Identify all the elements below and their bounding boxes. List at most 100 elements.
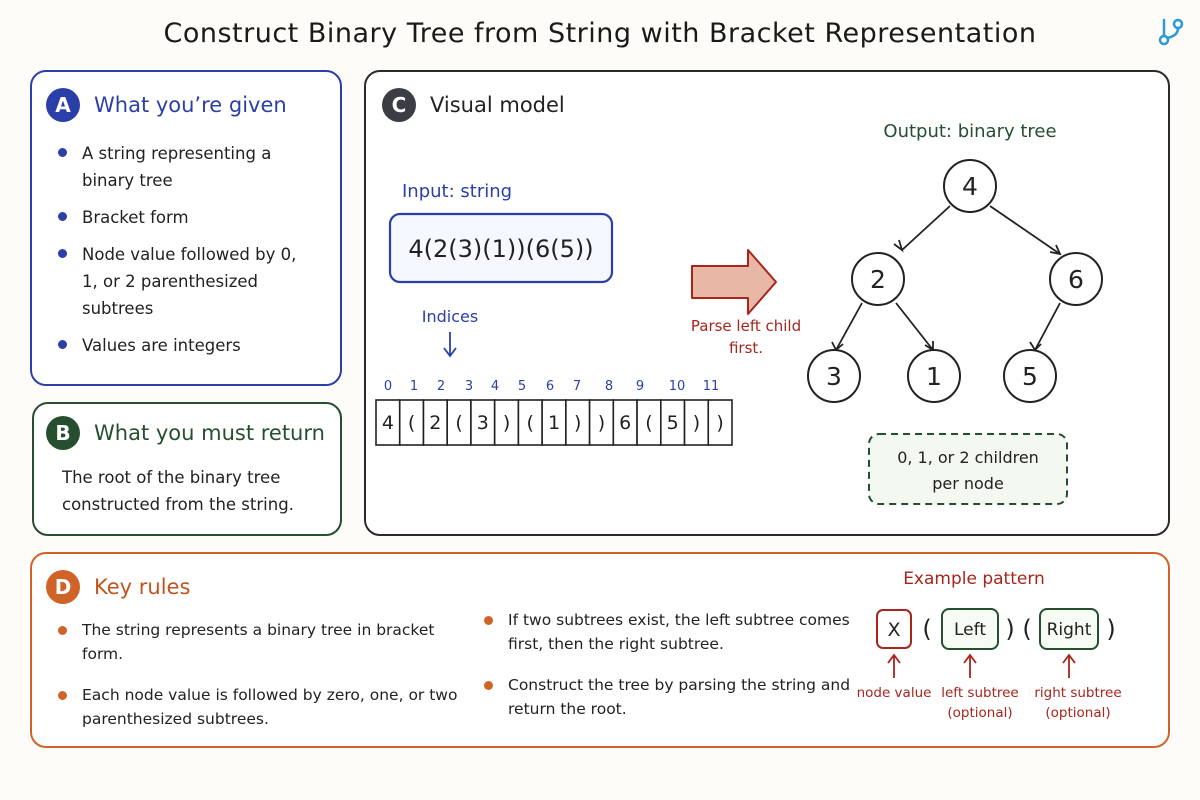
- char-cell: 1: [541, 399, 567, 446]
- page-title: Construct Binary Tree from String with B…: [163, 18, 1037, 49]
- char-value: 3: [477, 412, 489, 434]
- parse-arrow-icon: [691, 249, 777, 315]
- index-label: 8: [605, 379, 613, 394]
- index-label: 4: [491, 379, 499, 394]
- char-cell: (: [446, 399, 472, 446]
- key-rules-panel: D Key rules The string represents a bina…: [30, 552, 1170, 748]
- char-value: (: [527, 412, 534, 434]
- char-value: (: [455, 412, 462, 434]
- index-label: 5: [518, 379, 526, 394]
- children-note-line1: 0, 1, or 2 children: [897, 448, 1039, 467]
- bullet-dot-icon: [484, 681, 493, 690]
- rules-list-left: The string represents a binary tree in b…: [54, 618, 464, 748]
- char-cell: (: [517, 399, 543, 446]
- return-heading: What you must return: [94, 421, 325, 445]
- char-value: ): [598, 412, 605, 434]
- left-optional-label: (optional): [947, 705, 1012, 721]
- rules-heading: Key rules: [94, 575, 191, 599]
- up-arrow-icon: [887, 653, 1076, 678]
- tree-node: 4: [943, 159, 997, 213]
- rule-bullet: If two subtrees exist, the left subtree …: [480, 608, 860, 656]
- children-note-box: [868, 433, 1068, 505]
- index-label: 11: [703, 379, 720, 394]
- input-string-box: [388, 212, 614, 284]
- char-value: ): [503, 412, 510, 434]
- index-label: 3: [465, 379, 473, 394]
- paren-open-1: (: [922, 615, 931, 643]
- arrow-caption-line2: first.: [729, 339, 763, 357]
- badge-d: D: [46, 570, 80, 604]
- bullet-dot-icon: [58, 212, 67, 221]
- rule-bullet: Each node value is followed by zero, one…: [54, 683, 464, 731]
- given-panel: A What you’re given A string representin…: [30, 70, 342, 386]
- paren-close-2: ): [1106, 615, 1115, 643]
- left-subtree-label: left subtree: [941, 685, 1018, 701]
- pattern-right: Right: [1047, 620, 1092, 640]
- pattern-title: Example pattern: [903, 569, 1045, 589]
- visual-model-diagram: Input: string 4(2(3)(1))(6(5)) Indices 0…: [375, 121, 1103, 505]
- pattern-left-box: [941, 608, 999, 650]
- given-bullet-list: A string representing a binary tree Brac…: [54, 140, 304, 369]
- svg-text:4: 4: [962, 172, 978, 201]
- tree-node: 2: [851, 252, 905, 306]
- bullet-dot-icon: [58, 249, 67, 258]
- tree-node: 1: [907, 349, 961, 403]
- char-cell: ): [588, 399, 615, 446]
- index-label: 10: [669, 379, 686, 394]
- visual-model-panel: C Visual model Input: string 4(2(3)(1))(…: [364, 70, 1170, 536]
- pattern-left: Left: [954, 620, 986, 640]
- char-value: 2: [429, 412, 441, 434]
- badge-b: B: [46, 416, 80, 450]
- paren-close-1: ): [1005, 615, 1014, 643]
- output-label: Output: binary tree: [883, 121, 1056, 142]
- char-value: 1: [548, 412, 560, 434]
- input-string: 4(2(3)(1))(6(5)): [408, 235, 593, 263]
- index-label: 1: [410, 379, 418, 394]
- char-cell: 4: [375, 399, 401, 446]
- char-cell: (: [398, 399, 425, 446]
- char-cell: (: [636, 399, 662, 446]
- char-value: ): [574, 412, 581, 434]
- input-label: Input: string: [402, 181, 512, 202]
- char-value: ): [716, 412, 723, 434]
- given-bullet: Values are integers: [54, 332, 304, 359]
- down-arrow-icon: [443, 332, 457, 358]
- paren-open-2: (: [1022, 615, 1031, 643]
- svg-text:1: 1: [926, 362, 942, 391]
- return-text: The root of the binary tree constructed …: [62, 468, 294, 514]
- char-value: (: [645, 412, 652, 434]
- example-pattern-diagram: Example pattern X ( Left ) ( Right ) nod…: [857, 569, 1122, 721]
- children-note-line2: per node: [932, 474, 1004, 493]
- char-cell: 6: [612, 399, 638, 446]
- right-subtree-label: right subtree: [1034, 685, 1121, 701]
- bullet-dot-icon: [58, 148, 67, 157]
- given-heading: What you’re given: [94, 93, 287, 117]
- bullet-dot-icon: [484, 616, 493, 625]
- tree-node: 6: [1049, 252, 1103, 306]
- badge-a: A: [46, 88, 80, 122]
- indices-label: Indices: [422, 307, 478, 326]
- index-label: 2: [437, 379, 445, 394]
- char-cell: 2: [422, 399, 449, 446]
- char-cell: ): [565, 399, 591, 446]
- rules-list-right: If two subtrees exist, the left subtree …: [480, 608, 860, 738]
- tree-edges: [831, 205, 1062, 352]
- node-value-label: node value: [857, 685, 931, 701]
- bullet-dot-icon: [58, 691, 67, 700]
- git-branch-icon[interactable]: [1155, 16, 1187, 48]
- char-cell: ): [707, 399, 733, 446]
- index-label: 7: [573, 379, 581, 394]
- badge-c: C: [382, 88, 416, 122]
- char-value: ): [693, 412, 700, 434]
- given-bullet: Bracket form: [54, 204, 304, 231]
- arrow-caption-line1: Parse left child: [691, 317, 801, 335]
- char-cell: ): [683, 399, 710, 446]
- char-cell: 3: [470, 399, 496, 446]
- given-bullet: A string representing a binary tree: [54, 140, 304, 194]
- index-label: 0: [384, 379, 392, 394]
- tree-node: 3: [807, 349, 861, 403]
- bullet-dot-icon: [58, 626, 67, 635]
- pattern-x: X: [887, 619, 900, 641]
- svg-text:3: 3: [826, 362, 842, 391]
